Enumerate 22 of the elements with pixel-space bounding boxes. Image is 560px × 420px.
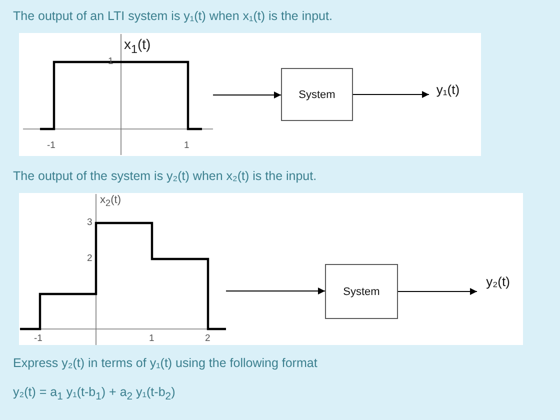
question-text: The output of the system is y₂(t) when x₂(t) is the input. bbox=[13, 169, 317, 183]
tick-label: -1 bbox=[34, 333, 42, 344]
output-label: y₂(t) bbox=[479, 272, 517, 290]
tick-label: -1 bbox=[47, 140, 56, 151]
arrow bbox=[212, 92, 282, 98]
question-text: The output of an LTI system is y₁(t) when x₁(t) is the input. bbox=[13, 9, 332, 23]
tick-label: 1 bbox=[108, 56, 114, 67]
tick-label: 2 bbox=[205, 333, 210, 344]
output-label: y₁(t) bbox=[431, 80, 465, 98]
tick-label: 1 bbox=[184, 140, 190, 151]
tick-label: 2 bbox=[87, 253, 92, 264]
formula-text: y₂(t) = a$_{1}$ y₁(t-b$_{1}$) + a$_{2}$ y₁(t-b$_{2}$) bbox=[13, 385, 176, 402]
system-block: System bbox=[281, 68, 353, 121]
system-block: System bbox=[325, 264, 398, 319]
arrow bbox=[352, 91, 430, 98]
tick-label: 3 bbox=[87, 217, 92, 228]
question-text: Express y₂(t) in terms of y₁(t) using the following format bbox=[13, 356, 318, 370]
axis-label: x$_{1}$(t) bbox=[124, 36, 151, 56]
arrow bbox=[398, 288, 478, 295]
tick-label: 1 bbox=[149, 333, 154, 344]
axis-label: x$_{2}$(t) bbox=[100, 194, 121, 208]
arrow bbox=[226, 288, 326, 294]
